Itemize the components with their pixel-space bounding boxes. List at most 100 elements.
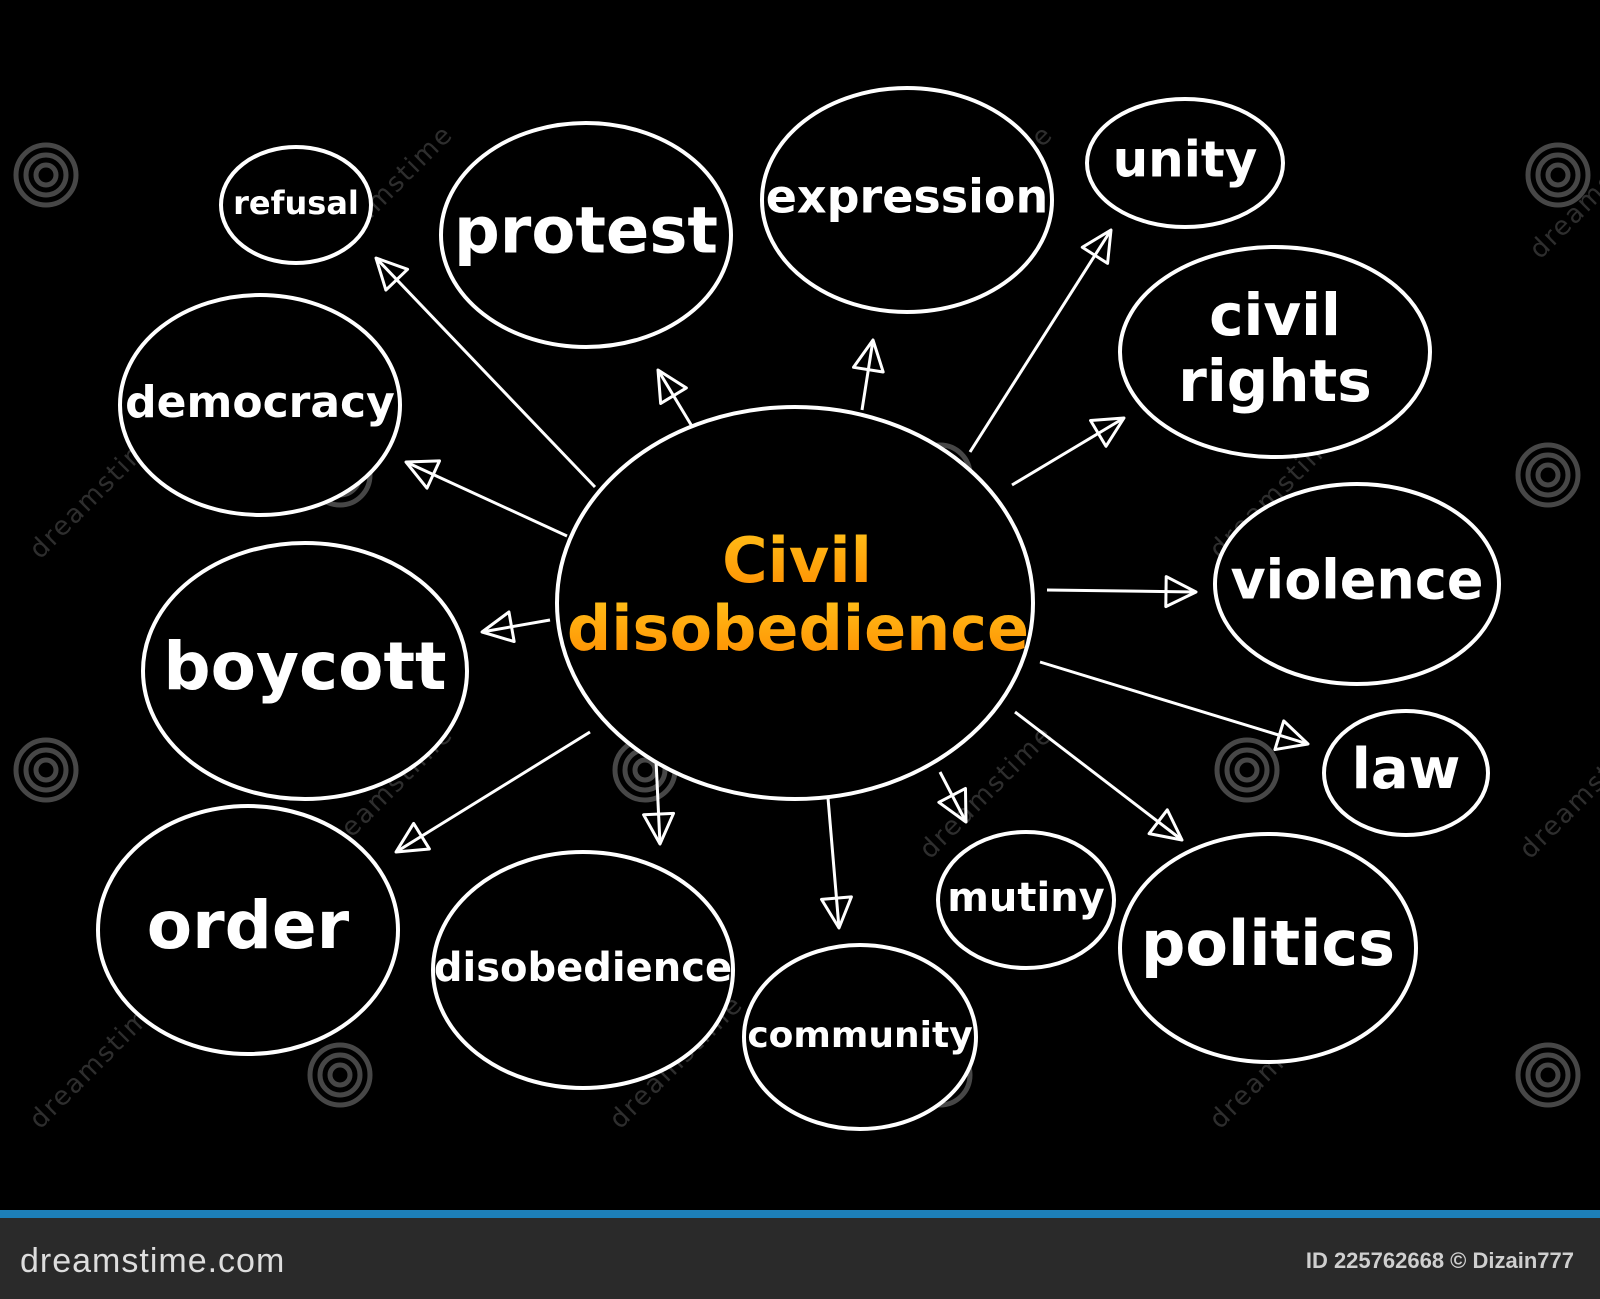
node-politics: politics (1118, 832, 1418, 1064)
node-ellipse (439, 121, 733, 349)
arrowhead-icon (1147, 808, 1184, 842)
node-protest: protest (439, 121, 733, 349)
watermark-spiral-ring (13, 737, 79, 803)
node-ellipse (141, 541, 469, 801)
node-ellipse (1118, 832, 1418, 1064)
watermark-spiral-ring (33, 757, 59, 783)
watermark-spiral-icon (307, 1042, 373, 1108)
central-topic-line-2: disobedience (567, 592, 1029, 665)
arrowhead-icon (1080, 228, 1113, 265)
arrowhead-icon (642, 811, 676, 846)
node-ellipse (1085, 97, 1285, 229)
arrowhead-icon (656, 368, 688, 405)
node-unity: unity (1085, 97, 1285, 229)
node-label: politics (1141, 907, 1395, 980)
watermark-spiral-ring (1535, 462, 1561, 488)
node-ellipse (742, 943, 978, 1131)
watermark-spiral-ring (1525, 1052, 1571, 1098)
connector-arrow-line (826, 797, 841, 929)
node-label: protest (454, 195, 718, 269)
watermark-spiral-icon (13, 142, 79, 208)
central-topic-node: Civil disobedience (555, 405, 1035, 801)
arrowhead-icon (1164, 575, 1198, 609)
watermark-spiral-ring (317, 1052, 363, 1098)
node-label: order (147, 887, 350, 964)
arrowhead-icon (1089, 416, 1126, 448)
watermark-spiral-ring (1515, 442, 1581, 508)
node-law: law (1322, 709, 1490, 837)
connector-arrow-line (654, 759, 662, 845)
arrowhead-icon (480, 610, 516, 644)
node-label: democracy (125, 377, 395, 428)
watermark-text: dreamstime (1514, 719, 1600, 865)
node-label: disobedience (434, 945, 732, 991)
node-label: expression (766, 170, 1049, 224)
arrowhead-icon (937, 786, 968, 824)
node-ellipse (219, 145, 373, 265)
watermark-spiral-ring (23, 152, 69, 198)
node-expression: expression (760, 86, 1054, 314)
arrowhead-icon (394, 821, 431, 854)
watermark-spiral-icon (13, 737, 79, 803)
central-topic-line-1: Civil (722, 524, 872, 597)
arrowhead-icon (1273, 719, 1310, 752)
node-boycott: boycott (141, 541, 469, 801)
watermark-spiral-ring (1535, 152, 1581, 198)
watermark-spiral-ring (13, 142, 79, 208)
watermark-spiral-ring (1214, 737, 1280, 803)
node-label: unity (1113, 131, 1258, 189)
node-label: law (1352, 737, 1461, 802)
watermark-spiral-ring (1224, 747, 1270, 793)
node-ellipse (1213, 482, 1501, 686)
watermark-spiral-ring (1525, 452, 1571, 498)
watermark-spiral-icon (1515, 1042, 1581, 1108)
node-layer: refusal protest expression unity civilrights… (96, 86, 1501, 1131)
connector-arrow-line (656, 369, 695, 429)
node-label: rights (1178, 347, 1372, 415)
connector-arrow-line (860, 339, 875, 411)
node-label: refusal (233, 184, 359, 222)
watermark-spiral-ring (33, 162, 59, 188)
node-ellipse (118, 293, 402, 517)
arrowhead-icon (820, 895, 853, 930)
watermark-spiral-ring (23, 747, 69, 793)
arrowhead-icon (852, 338, 885, 374)
node-community: community (742, 943, 978, 1131)
watermark-spiral-ring (1234, 757, 1260, 783)
node-ellipse (760, 86, 1054, 314)
connector-arrow-line (374, 256, 597, 489)
watermark-spiral-ring (632, 757, 658, 783)
watermark-spiral-ring (1545, 162, 1571, 188)
watermark-spiral-ring (307, 1042, 373, 1108)
node-label: civil (1209, 281, 1341, 349)
node-ellipse (431, 850, 735, 1090)
watermark-spiral-ring (1515, 1042, 1581, 1108)
watermark-spiral-icon (1525, 142, 1591, 208)
arrowhead-icon (374, 256, 410, 292)
watermark-spiral-icon (1515, 442, 1581, 508)
node-label: boycott (163, 628, 446, 705)
watermark-spiral-icon (1214, 737, 1280, 803)
node-ellipse (1118, 245, 1432, 459)
node-label: violence (1230, 549, 1483, 612)
watermark-spiral-ring (1525, 142, 1591, 208)
node-violence: violence (1213, 482, 1501, 686)
node-refusal: refusal (219, 145, 373, 265)
watermark-spiral-ring (1535, 1062, 1561, 1088)
node-disobedience: disobedience (431, 850, 735, 1090)
node-mutiny: mutiny (936, 830, 1116, 970)
watermark-spiral-ring (327, 1062, 353, 1088)
footer-image-id: ID 225762668 © Dizain777 (1305, 1248, 1574, 1273)
arrowhead-icon (404, 459, 442, 490)
node-label: mutiny (947, 875, 1105, 921)
node-democracy: democracy (118, 293, 402, 517)
node-ellipse (96, 804, 400, 1056)
node-label: community (747, 1015, 972, 1056)
connector-layer (374, 228, 1310, 930)
connector-arrow-line (395, 730, 591, 854)
central-topic-ellipse (555, 405, 1035, 801)
connector-arrow-line (938, 771, 968, 823)
